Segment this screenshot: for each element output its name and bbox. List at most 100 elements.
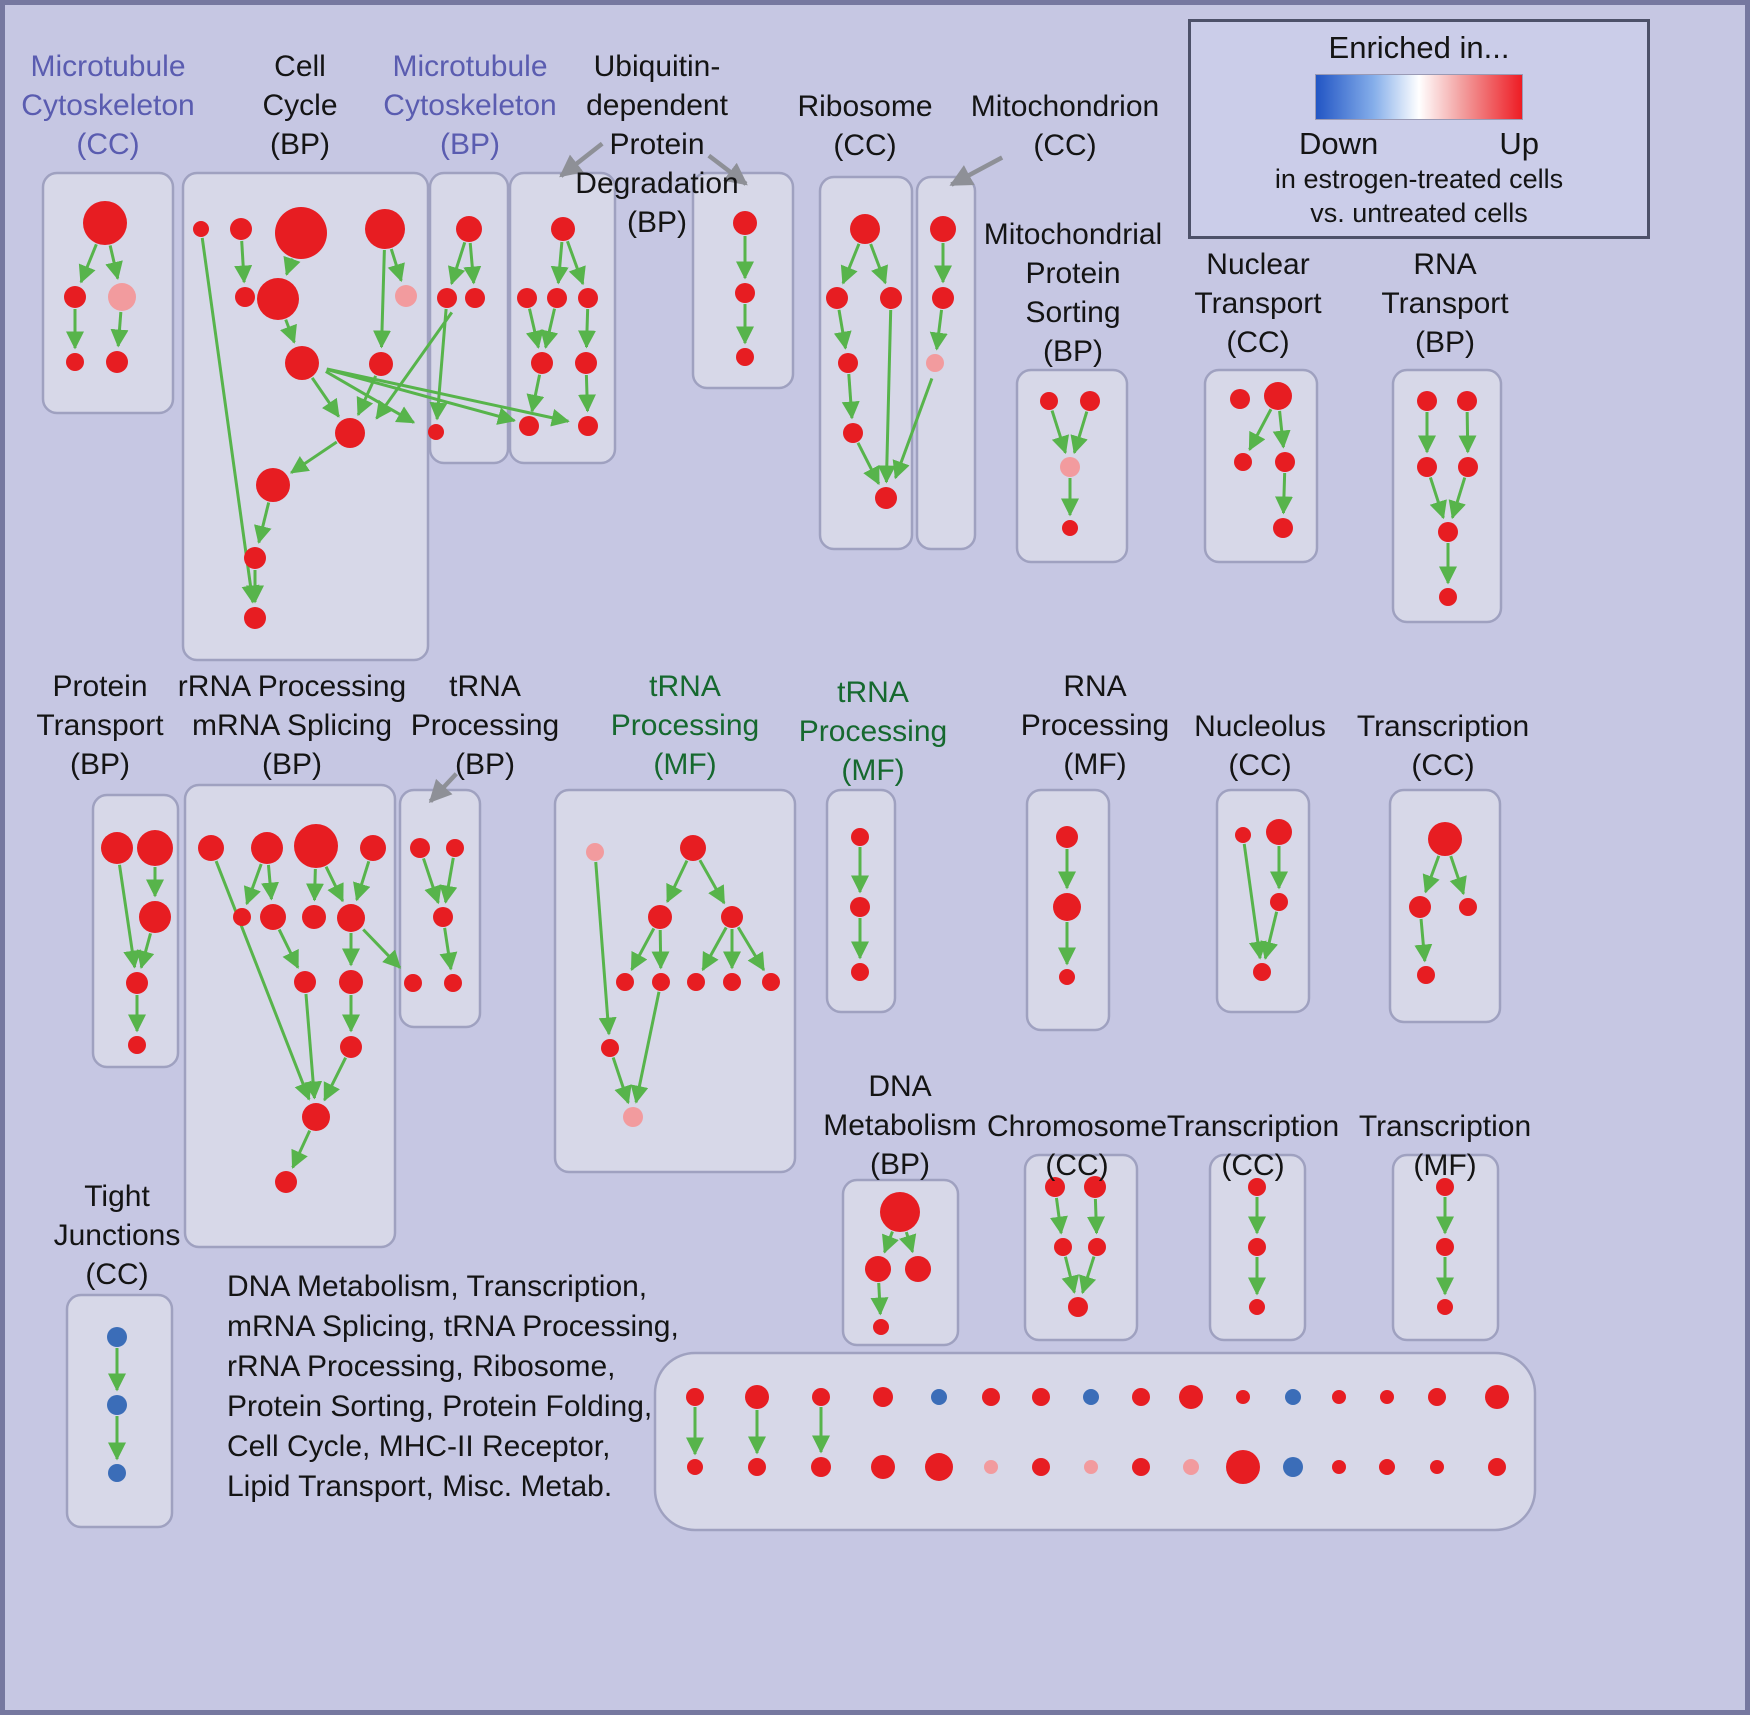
cluster-box-chromosome-cc bbox=[1023, 1153, 1139, 1342]
node-ribosome-cc-3 bbox=[838, 353, 858, 373]
node-microtubule-cytoskeleton-cc-0 bbox=[83, 201, 127, 245]
edge-ribosome-cc bbox=[856, 442, 881, 486]
node-miscellaneous-19 bbox=[1183, 1459, 1199, 1475]
node-ribosome-cc-4 bbox=[843, 423, 863, 443]
node-protein-transport-bp-0 bbox=[101, 832, 133, 864]
edge-trna-processing-mf-large bbox=[630, 991, 661, 1104]
legend-subtitle-line2: vs. untreated cells bbox=[1310, 198, 1528, 228]
node-rrna-processing-mrna-splicing-bp-10 bbox=[340, 1036, 362, 1058]
legend-up-label: Up bbox=[1499, 126, 1539, 161]
node-microtubule-cytoskeleton-bp-3 bbox=[428, 424, 444, 440]
node-mitochondrial-protein-sorting-bp-0 bbox=[1040, 392, 1058, 410]
node-chromosome-cc-0 bbox=[1045, 1177, 1065, 1197]
edge-mitochondrion-cc bbox=[929, 309, 948, 351]
edge-cross-cluster bbox=[326, 367, 570, 427]
edge-ubiquitin-degradation-bp-1 bbox=[540, 308, 559, 349]
legend-axis-labels: Down Up bbox=[1299, 126, 1539, 162]
node-ribosome-cc-5 bbox=[875, 487, 897, 509]
cluster-box-nucleolus-cc bbox=[1215, 788, 1311, 1014]
node-miscellaneous-8 bbox=[931, 1389, 947, 1405]
edge-cross-cluster bbox=[362, 928, 402, 969]
node-trna-processing-mf-large-9 bbox=[601, 1039, 619, 1057]
edge-chromosome-cc bbox=[1078, 1256, 1097, 1295]
node-dna-metabolism-bp-0 bbox=[880, 1192, 920, 1232]
node-chromosome-cc-1 bbox=[1084, 1176, 1106, 1198]
enrichment-network-diagram bbox=[41, 141, 1537, 1532]
node-rrna-processing-mrna-splicing-bp-6 bbox=[302, 905, 326, 929]
node-miscellaneous-25 bbox=[1332, 1460, 1346, 1474]
node-nuclear-transport-cc-2 bbox=[1234, 453, 1252, 471]
node-mitochondrion-cc-1 bbox=[932, 287, 954, 309]
node-chromosome-cc-2 bbox=[1054, 1238, 1072, 1256]
node-miscellaneous-16 bbox=[1132, 1388, 1150, 1406]
cluster-box-trna-processing-mf-large bbox=[553, 788, 797, 1174]
node-rrna-processing-mrna-splicing-bp-8 bbox=[294, 971, 316, 993]
edge-ubiquitin-degradation-bp-1 bbox=[526, 374, 545, 413]
edge-rrna-processing-mrna-splicing-bp bbox=[353, 860, 371, 902]
node-cell-cycle-bp-10 bbox=[256, 468, 290, 502]
node-ubiquitin-degradation-bp-1-5 bbox=[575, 352, 597, 374]
node-cell-cycle-bp-11 bbox=[244, 547, 266, 569]
node-ribosome-cc-2 bbox=[880, 287, 902, 309]
edge-rrna-processing-mrna-splicing-bp bbox=[291, 1129, 312, 1169]
node-rrna-processing-mrna-splicing-bp-7 bbox=[337, 904, 365, 932]
node-miscellaneous-22 bbox=[1285, 1389, 1301, 1405]
edge-trna-processing-mf-large bbox=[698, 859, 726, 905]
node-cell-cycle-bp-3 bbox=[365, 209, 405, 249]
node-nuclear-transport-cc-3 bbox=[1275, 452, 1295, 472]
node-transcription-cc-upper-0 bbox=[1428, 822, 1462, 856]
label-pointer-arrow bbox=[707, 153, 748, 186]
edge-trna-processing-mf-large bbox=[611, 1057, 632, 1105]
node-rrna-processing-mrna-splicing-bp-5 bbox=[260, 904, 286, 930]
node-ubiquitin-degradation-bp-1-1 bbox=[517, 288, 537, 308]
node-rna-processing-mf-1 bbox=[1053, 893, 1081, 921]
edge-chromosome-cc bbox=[1050, 1197, 1068, 1235]
node-rna-transport-bp-5 bbox=[1439, 588, 1457, 606]
node-microtubule-cytoskeleton-cc-3 bbox=[66, 353, 84, 371]
edge-ubiquitin-degradation-bp-1 bbox=[578, 308, 596, 349]
edge-mitochondrial-protein-sorting-bp bbox=[1070, 411, 1089, 455]
node-rna-processing-mf-0 bbox=[1056, 826, 1078, 848]
edge-ribosome-cc bbox=[877, 309, 896, 484]
cluster-box-microtubule-cytoskeleton-cc bbox=[41, 171, 175, 415]
node-cell-cycle-bp-12 bbox=[244, 607, 266, 629]
node-dna-metabolism-bp-1 bbox=[865, 1256, 891, 1282]
edge-cell-cycle-bp bbox=[234, 240, 253, 284]
node-miscellaneous-29 bbox=[1430, 1460, 1444, 1474]
node-trna-processing-mf-large-7 bbox=[723, 973, 741, 991]
node-microtubule-cytoskeleton-cc-2 bbox=[108, 283, 136, 311]
cluster-box-rna-transport-bp bbox=[1391, 368, 1503, 624]
node-protein-transport-bp-2 bbox=[139, 901, 171, 933]
edge-trna-processing-mf-large bbox=[594, 861, 617, 1036]
edge-microtubule-cytoskeleton-cc bbox=[110, 311, 129, 348]
node-miscellaneous-4 bbox=[812, 1388, 830, 1406]
edge-trna-processing-bp bbox=[439, 857, 458, 904]
node-miscellaneous-3 bbox=[748, 1458, 766, 1476]
node-nuclear-transport-cc-4 bbox=[1273, 518, 1293, 538]
edge-mitochondrial-protein-sorting-bp bbox=[1050, 410, 1070, 455]
edge-ubiquitin-degradation-bp-1 bbox=[550, 241, 569, 285]
cluster-box-nuclear-transport-cc bbox=[1203, 368, 1319, 564]
node-tight-junctions-cc-0 bbox=[107, 1327, 127, 1347]
node-nucleolus-cc-3 bbox=[1253, 963, 1271, 981]
node-miscellaneous-5 bbox=[811, 1457, 831, 1477]
edge-cell-cycle-bp bbox=[387, 248, 405, 283]
node-rrna-processing-mrna-splicing-bp-3 bbox=[360, 835, 386, 861]
node-rna-transport-bp-1 bbox=[1457, 391, 1477, 411]
node-miscellaneous-24 bbox=[1332, 1390, 1346, 1404]
node-trna-processing-mf-small-0 bbox=[851, 828, 869, 846]
node-miscellaneous-27 bbox=[1379, 1459, 1395, 1475]
node-ubiquitin-degradation-bp-2-0 bbox=[733, 211, 757, 235]
edge-chromosome-cc bbox=[1086, 1198, 1105, 1235]
node-cell-cycle-bp-1 bbox=[230, 218, 252, 240]
nodes bbox=[64, 201, 1509, 1484]
node-trna-processing-bp-1 bbox=[446, 839, 464, 857]
node-mitochondrion-cc-0 bbox=[930, 216, 956, 242]
node-miscellaneous-6 bbox=[873, 1387, 893, 1407]
node-transcription-mf-1 bbox=[1436, 1238, 1454, 1256]
node-miscellaneous-12 bbox=[1032, 1388, 1050, 1406]
edge-rrna-processing-mrna-splicing-bp bbox=[243, 863, 263, 906]
edge-trna-processing-mf-large bbox=[651, 929, 670, 970]
node-cell-cycle-bp-9 bbox=[335, 418, 365, 448]
node-cell-cycle-bp-6 bbox=[395, 285, 417, 307]
